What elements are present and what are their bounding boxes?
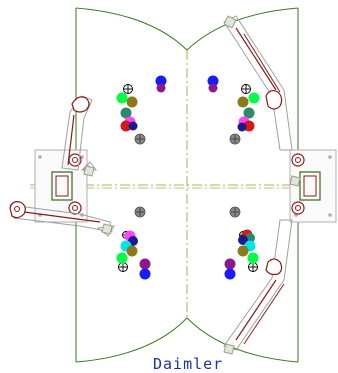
bolt-marker-icon <box>223 343 235 355</box>
arm-bolt-markers <box>83 165 301 235</box>
right-upper-arm <box>223 15 293 151</box>
locator-dot <box>224 268 236 280</box>
hub-markers <box>134 133 241 218</box>
frame-bottom-arc <box>75 317 299 363</box>
crosshair-markers <box>118 84 258 272</box>
locator-dot <box>156 83 166 93</box>
locator-dot <box>224 258 236 270</box>
locator-cluster-upper-left <box>116 75 167 132</box>
locator-dot <box>237 245 249 257</box>
bolt-marker-icon <box>83 165 95 177</box>
locator-dot <box>208 83 218 93</box>
locator-dot <box>237 122 247 132</box>
joint-pivot-icon <box>265 90 283 110</box>
locator-dot <box>155 75 167 87</box>
crosshair-marker-icon <box>241 84 251 94</box>
bolt-marker-icon <box>229 206 241 218</box>
locator-cluster-lower-left <box>116 230 151 280</box>
left-clamp-base <box>34 149 88 223</box>
bolt-marker-icon <box>134 206 146 218</box>
locator-cluster-lower-right <box>224 229 259 280</box>
locator-dot <box>243 107 255 119</box>
locator-dot <box>237 96 249 108</box>
locator-dot <box>139 258 151 270</box>
joint-pivot-icon <box>265 258 283 276</box>
brand-label: Daimler <box>153 355 224 373</box>
left-lower-arm <box>9 201 115 237</box>
joint-pivot-icon <box>291 153 305 167</box>
locator-dot <box>243 120 255 132</box>
locator-dot <box>238 235 248 245</box>
joint-pivot-icon <box>68 201 82 215</box>
locator-dot <box>207 75 219 87</box>
crosshair-marker-icon <box>118 262 128 272</box>
locator-dot <box>116 252 128 264</box>
bolt-marker-icon <box>101 223 113 235</box>
bolt-marker-icon <box>134 133 146 145</box>
frame-top-arc <box>75 7 299 51</box>
locator-dot <box>139 268 151 280</box>
locator-cluster-upper-right <box>207 75 260 132</box>
crosshair-marker-icon <box>123 84 133 94</box>
locator-dot <box>126 245 138 257</box>
right-lower-arm <box>223 219 293 355</box>
joint-pivot-icon <box>291 201 305 215</box>
locator-dot <box>126 96 138 108</box>
locator-dot <box>120 120 132 132</box>
locator-dot <box>120 107 132 119</box>
joint-pivot-icon <box>9 201 26 219</box>
locator-dot <box>128 121 138 131</box>
joint-pivot-icon <box>71 96 90 113</box>
crosshair-marker-icon <box>248 262 258 272</box>
locator-dot <box>248 92 260 104</box>
bolt-marker-icon <box>223 15 237 29</box>
locator-dot <box>247 252 259 264</box>
bolt-marker-icon <box>229 133 241 145</box>
bolt-marker-icon <box>289 175 301 187</box>
locator-dot <box>116 92 128 104</box>
